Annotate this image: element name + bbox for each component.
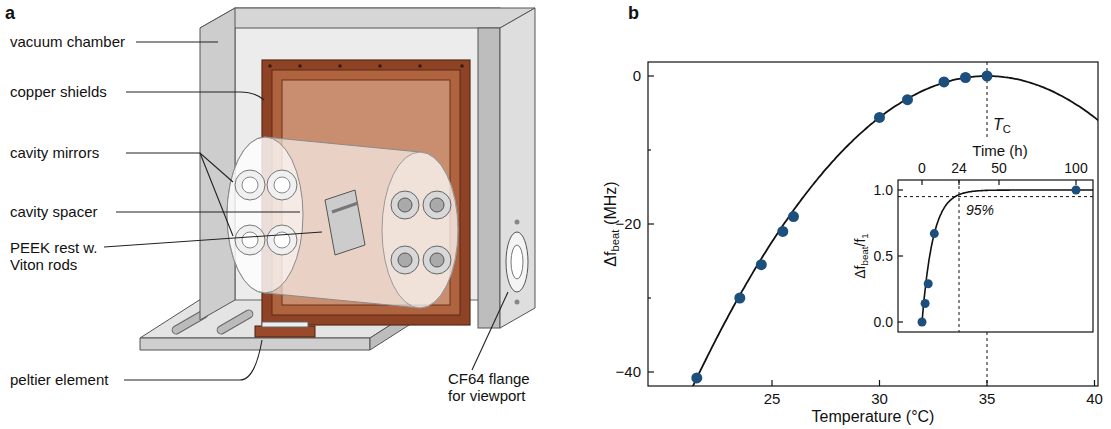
data-point [921, 299, 930, 308]
data-point [788, 211, 799, 222]
critical-temperature-group: TC [993, 116, 1011, 136]
axis-title-group: Δfbeat/f1 [853, 233, 871, 279]
tick-label: 0 [918, 160, 926, 176]
data-point [691, 372, 702, 383]
axis-title-group: Δfbeat (MHz) [602, 181, 622, 266]
tick-label: 40 [1086, 390, 1103, 407]
axis-title: Time (h) [972, 142, 1027, 159]
tick-label: 100 [1064, 160, 1087, 176]
part-label: vacuum chamber [10, 33, 125, 50]
axis-title: beat [859, 246, 870, 265]
tick-label: 30 [871, 390, 888, 407]
panel-letter: b [628, 3, 639, 24]
data-point [982, 71, 993, 82]
critical-temperature: C [1003, 124, 1011, 136]
data-point [902, 94, 913, 105]
panel-letter: a [5, 3, 15, 24]
tick-label: 0.0 [874, 314, 893, 330]
threshold-label: 95% [966, 202, 994, 218]
tick-label: 24 [951, 160, 967, 176]
data-point [756, 259, 767, 270]
critical-temperature: T [993, 116, 1003, 133]
axis-title: beat [610, 230, 622, 252]
axis-title: Δf [602, 251, 619, 266]
main-curve [648, 76, 1098, 386]
data-point [777, 226, 788, 237]
data-point [1072, 186, 1081, 195]
part-label: cavity mirrors [10, 144, 99, 161]
data-point [734, 293, 745, 304]
axis-title: Temperature (°C) [812, 408, 935, 426]
part-label: copper shields [10, 83, 107, 100]
part-label: PEEK rest w. Viton rods [10, 239, 122, 274]
leader-lines [104, 42, 508, 380]
axis-title: 1 [859, 233, 870, 238]
fit-curve [922, 190, 1093, 322]
part-label: cavity spacer [10, 203, 98, 220]
data-point [874, 112, 885, 123]
part-label: CF64 flange for viewport [448, 370, 548, 405]
tick-label: 0.5 [874, 248, 893, 264]
tick-label: 0 [633, 67, 641, 84]
apparatus-illustration [140, 8, 535, 350]
fit-curve [648, 76, 1098, 386]
data-point [918, 318, 927, 327]
axis-title: (MHz) [602, 181, 619, 225]
data-point [939, 76, 950, 87]
tick-label: −40 [616, 363, 641, 380]
data-point [960, 72, 971, 83]
inset-curve [922, 190, 1093, 322]
data-point [930, 229, 939, 238]
tick-label: 50 [991, 160, 1007, 176]
inset-points [918, 186, 1081, 327]
tick-label: 1.0 [874, 182, 893, 198]
axis-title: Δf [852, 266, 868, 279]
axis-title: /f [852, 239, 868, 247]
part-label: peltier element [10, 371, 108, 388]
data-point [924, 279, 933, 288]
inset-axes [898, 180, 1093, 332]
tick-label: 35 [979, 390, 996, 407]
chart-axes [648, 62, 1098, 386]
tick-label: 25 [764, 390, 781, 407]
